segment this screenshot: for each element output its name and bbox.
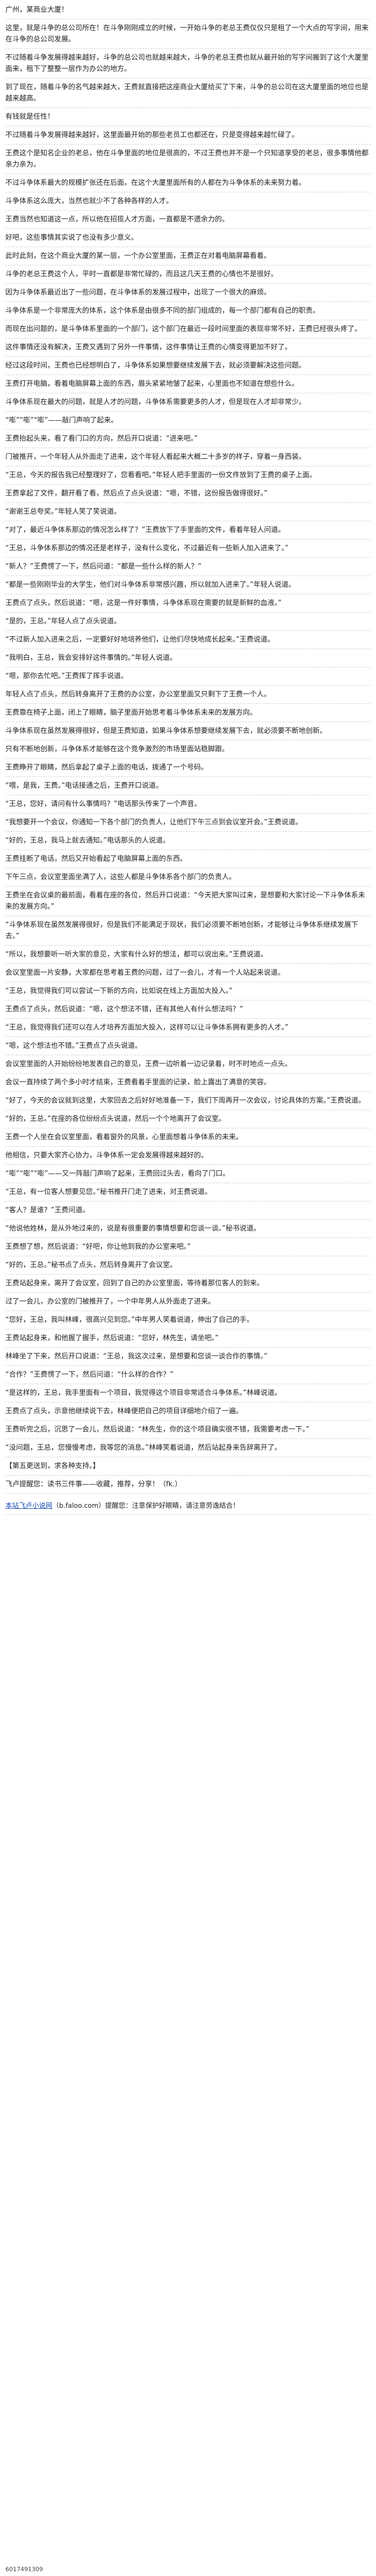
site-id: 6017491309 [5, 2566, 43, 2573]
paragraph: “谢谢王总夸奖。”年轻人笑了笑说道。 [5, 503, 371, 521]
paragraph: “好了，今天的会议就到这里，大家回去之后好好地准备一下，我们下周再开一次会议，讨… [5, 1092, 371, 1110]
paragraph: 王费点了点头，然后说道：“嗯，这是一件好事情，斗争体系现在需要的就是新鲜的血液。… [5, 594, 371, 613]
paragraph: “嗯，那你去忙吧。”王费挥了挥手说道。 [5, 667, 371, 686]
paragraph: 王费点了点头，然后说道：“嗯，这个想法不错，还有其他人有什么想法吗？” [5, 1001, 371, 1019]
paragraph: “所以，我想要听一听大家的意见，大家有什么好的想法，都可以说出来。”王费说道。 [5, 946, 371, 964]
paragraph: 飞卢提醒您：读书三件事——收藏，推荐，分享！（fk.） [5, 1476, 371, 1494]
paragraph: “都是一些刚刚毕业的大学生，他们对斗争体系非常感兴趣，所以就加入进来了。”年轻人… [5, 576, 371, 594]
paragraph: 年轻人点了点头，然后转身离开了王费的办公室，办公室里面又只剩下了王费一个人。 [5, 686, 371, 704]
paragraph: 王费坐在会议桌的最前面，看着在座的各位，然后开口说道：“今天把大家叫过来，是想要… [5, 887, 371, 916]
paragraph: “喂，是我，王费。”电话接通之后，王费开口说道。 [5, 777, 371, 795]
paragraph: 斗争体系现在最大的问题，就是人才的问题，斗争体系需要更多的人才，但是现在人才却非… [5, 393, 371, 412]
paragraph: “王总，有一位客人想要见您。”秘书推开门走了进来，对王费说道。 [5, 1183, 371, 1201]
paragraph: 王费想了想，然后说道：“好吧，你让他到我的办公室来吧。” [5, 1238, 371, 1256]
paragraph: 过了一会儿，办公室的门被推开了，一个中年男人从外面走了进来。 [5, 1293, 371, 1311]
paragraph: “合作？”王费愣了一下，然后问道：“什么样的合作？” [5, 1366, 371, 1384]
paragraph: “好的，王总。”秘书点了点头，然后转身离开了会议室。 [5, 1256, 371, 1275]
paragraph: 王费靠在椅子上面，闭上了眼睛，脑子里面开始思考着斗争体系未来的发展方向。 [5, 704, 371, 722]
paragraph: “是这样的，王总，我手里面有一个项目，我觉得这个项目非常适合斗争体系。”林峰说道… [5, 1384, 371, 1402]
paragraph: 不过随着斗争发展得越来越好，这里面最开始的那些老员工也都还在，只是变得越来越忙碌… [5, 126, 371, 145]
paragraph: “王总，我觉得我们还可以在人才培养方面加大投入，这样可以让斗争体系拥有更多的人才… [5, 1019, 371, 1037]
paragraph: 只有不断地创新，斗争体系才能够在这个竞争激烈的市场里面站稳脚跟。 [5, 740, 371, 759]
paragraph: “好的，王总，我马上就去通知。”电话那头的人说道。 [5, 832, 371, 850]
paragraph: 有钱就是任性！ [5, 108, 371, 126]
paragraph: 斗争体系这么庞大，当然也就少不了各种各样的人才。 [5, 192, 371, 211]
paragraph: 林峰坐了下来，然后开口说道：“王总，我这次过来，是想要和您谈一谈合作的事情。” [5, 1348, 371, 1366]
paragraph: 王费一个人坐在会议室里面，看着窗外的风景，心里面想着斗争体系的未来。 [5, 1128, 371, 1147]
paragraph: 王费这个是知名企业的老总，他在斗争里面的地位是很高的，不过王费也并不是一个只知道… [5, 145, 371, 174]
paragraph: “王总，我觉得我们可以尝试一下新的方向，比如说在线上方面加大投入。” [5, 982, 371, 1001]
paragraph: 会议一直持续了两个多小时才结束，王费看着手里面的记录，脸上露出了满意的笑容。 [5, 1074, 371, 1092]
paragraph: 下午三点，会议室里面坐满了人，这些人都是斗争体系各个部门的负责人。 [5, 868, 371, 887]
paragraph: 会议室里面一片安静，大家都在思考着王费的问题，过了一会儿，才有一个人站起来说道。 [5, 964, 371, 982]
paragraph: “我明白，王总，我会安排好这件事情的。”年轻人说道。 [5, 649, 371, 667]
paragraph: “是的，王总。”年轻人点了点头说道。 [5, 613, 371, 631]
paragraph: “我想要开一个会议，你通知一下各个部门的负责人，让他们下午三点到会议室开会。”王… [5, 814, 371, 832]
paragraph: 门被推开，一个年轻人从外面走了进来，这个年轻人看起来大概二十多岁的样子，穿着一身… [5, 448, 371, 466]
paragraph: 而现在出问题的，是斗争体系里面的一个部门，这个部门在最近一段时间里面的表现非常不… [5, 320, 371, 339]
paragraph: 王费拿起了文件，翻开看了看，然后点了点头说道：“嗯，不错，这份报告做得很好。” [5, 485, 371, 503]
paragraph: 王费点了点头，示意他继续说下去，林峰便把自己的项目详细地介绍了一遍。 [5, 1402, 371, 1421]
paragraph: 这里，就是斗争的总公司所在！在斗争刚刚成立的时候，一开始斗争的老总王费仅仅只是租… [5, 19, 371, 49]
paragraph: “嗯，这个想法也不错。”王费点了点头说道。 [5, 1037, 371, 1055]
paragraph: “嘭”“嘭”“嘭”——敲门声响了起来。 [5, 412, 371, 430]
footer-notice: 本站飞卢小说网（b.faloo.com）提醒您：注意保护好眼睛，请注意劳逸结合！ [5, 1497, 371, 1515]
paragraph: 广州，某商业大厦！ [5, 3, 371, 19]
paragraph: 好吧，这些事情其实说了也没有多少意义。 [5, 229, 371, 247]
paragraph: 王费抬起头来，看了看门口的方向，然后开口说道：“进来吧。” [5, 430, 371, 448]
paragraph: 斗争体系现在虽然发展得很好，但是王费知道，如果斗争体系想要继续发展下去，就必须要… [5, 722, 371, 740]
paragraph: 【第五更送到，求各种支持。】 [5, 1457, 371, 1476]
paragraph: 王费站起身来，离开了会议室，回到了自己的办公室里面，等待着那位客人的到来。 [5, 1275, 371, 1293]
paragraph: 经过这段时间，王费也已经想明白了，斗争体系如果想要继续发展下去，就必须要解决这些… [5, 357, 371, 375]
chapter-content: 广州，某商业大厦！这里，就是斗争的总公司所在！在斗争刚刚成立的时候，一开始斗争的… [5, 3, 371, 1494]
paragraph: 王费站起身来，和他握了握手，然后说道：“您好，林先生，请坐吧。” [5, 1329, 371, 1348]
paragraph: “嘭”“嘭”“嘭”——又一阵敲门声响了起来，王费回过头去，看向了门口。 [5, 1165, 371, 1183]
paragraph: 到了现在，随着斗争的名气越来越大，王费就直接把这座商业大厦给买了下来，斗争的总公… [5, 78, 371, 108]
paragraph: “不过新人加入进来之后，一定要好好地培养他们，让他们尽快地成长起来。”王费说道。 [5, 631, 371, 649]
paragraph: “好的，王总。”在座的各位纷纷点头说道，然后一个个地离开了会议室。 [5, 1110, 371, 1128]
page-footer: 本站飞卢小说网（b.faloo.com）提醒您：注意保护好眼睛，请注意劳逸结合！ [0, 1494, 376, 1515]
paragraph: “他说他姓林，是从外地过来的，说是有很重要的事情想要和您谈一谈。”秘书说道。 [5, 1220, 371, 1238]
paragraph: 此时此刻，在这个商业大厦的某一层，一个办公室里面，王费正在对着电脑屏幕看着。 [5, 247, 371, 265]
paragraph: “斗争体系现在虽然发展得很好，但是我们不能满足于现状，我们必须要不断地创新，才能… [5, 916, 371, 946]
paragraph: “王总，今天的报告我已经整理好了，您看看吧。”年轻人把手里面的一份文件放到了王费… [5, 466, 371, 485]
paragraph: “没问题，王总，您慢慢考虑，我等您的消息。”林峰笑着说道，然后站起身来告辞离开了… [5, 1439, 371, 1457]
paragraph: 王费睁开了眼睛，然后拿起了桌子上面的电话，拨通了一个号码。 [5, 759, 371, 777]
paragraph: 王费打开电脑，看着电脑屏幕上面的东西，眉头紧紧地皱了起来，心里面也不知道在想些什… [5, 375, 371, 393]
paragraph: 他相信，只要大家齐心协力，斗争体系一定会发展得越来越好的。 [5, 1147, 371, 1165]
paragraph: 斗争的老总王费这个人，平时一直都是非常忙碌的，而且这几天王费的心情也不是很好。 [5, 265, 371, 284]
paragraph: “您好，王总，我叫林峰，很高兴见到您。”中年男人笑着说道，伸出了自己的手。 [5, 1311, 371, 1329]
paragraph: 这件事情还没有解决，王费又遇到了另外一件事情，这件事情让王费的心情变得更加不好了… [5, 339, 371, 357]
site-link[interactable]: 本站飞卢小说网 [5, 1501, 53, 1509]
paragraph: “新人？”王费愣了一下，然后问道：“都是一些什么样的新人？” [5, 558, 371, 576]
paragraph: “对了，最近斗争体系那边的情况怎么样了？”王费放下了手里面的文件，看着年轻人问道… [5, 521, 371, 539]
paragraph: 王费听完之后，沉思了一会儿，然后说道：“林先生，你的这个项目确实很不错，我需要考… [5, 1421, 371, 1439]
paragraph: “王总，斗争体系那边的情况还是老样子，没有什么变化，不过最近有一些新人加入进来了… [5, 539, 371, 558]
paragraph: 王费当然也知道这一点，所以他在招揽人才方面，一直都是不遗余力的。 [5, 211, 371, 229]
paragraph: 不过随着斗争发展得越来越好，斗争的总公司也就越来越大，斗争的老总王费也就从最开始… [5, 49, 371, 78]
paragraph: 不过斗争体系最大的规模扩张还在后面，在这个大厦里面所有的人都在为斗争体系的未来努… [5, 174, 371, 192]
paragraph: “王总，您好，请问有什么事情吗？”电话那头传来了一个声音。 [5, 795, 371, 814]
paragraph: “客人？是谁？”王费问道。 [5, 1201, 371, 1220]
paragraph: 斗争体系是一个非常庞大的体系，这个体系是由很多不同的部门组成的，每一个部门都有自… [5, 302, 371, 320]
paragraph: 会议室里面的人开始纷纷地发表自己的意见，王费一边听着一边记录着，时不时地点一点头… [5, 1055, 371, 1074]
footer-notice-text: （b.faloo.com）提醒您：注意保护好眼睛，请注意劳逸结合！ [52, 1501, 240, 1509]
paragraph: 因为斗争体系最近出了一些问题，在斗争体系的发展过程中，出现了一个很大的麻烦。 [5, 284, 371, 302]
paragraph: 王费挂断了电话，然后又开始看起了电脑屏幕上面的东西。 [5, 850, 371, 868]
